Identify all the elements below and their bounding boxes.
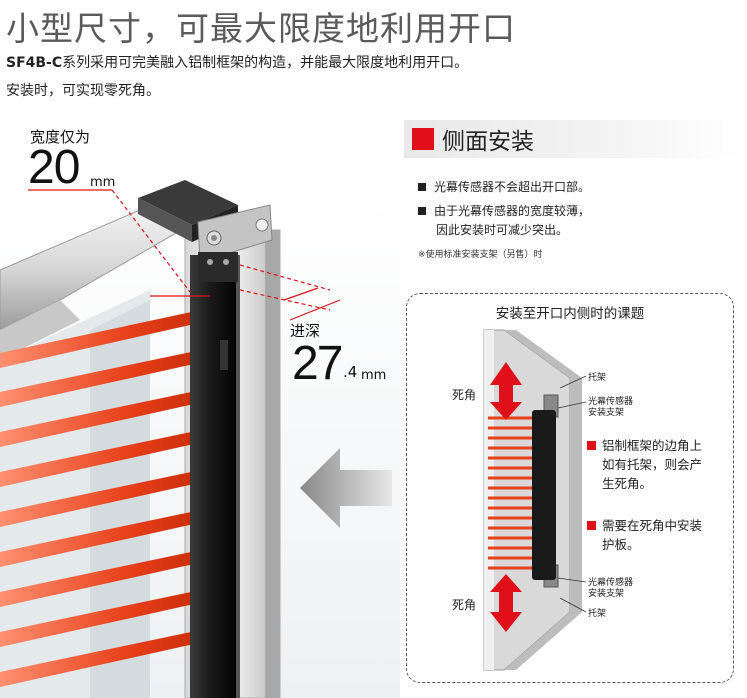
panel-title: 安装至开口内侧时的课题	[495, 306, 645, 322]
issue-2-line-1-text: 需要在死角中安装	[602, 518, 703, 533]
depth-label: 进深	[290, 322, 321, 340]
width-label: 宽度仅为	[30, 128, 91, 146]
issue-1: 铝制框架的边角上 如有托架，则会产 生死角。	[587, 436, 702, 493]
issue-2-line-1: 需要在死角中安装	[587, 516, 702, 535]
dimension-lines	[28, 189, 341, 321]
model-name: SF4B-C	[6, 55, 63, 71]
issue-1-line-2: 如有托架，则会产	[602, 457, 703, 472]
issue-1-line-1: 铝制框架的边角上	[587, 436, 702, 455]
side-mount-header-bar	[404, 120, 740, 158]
width-unit: mm	[90, 175, 116, 190]
dead-angle-top-label: 死角	[452, 388, 477, 402]
light-curtain-sensor	[138, 180, 273, 698]
side-mount-bullet-2-line-2: 因此安装时可减少突出。	[436, 223, 569, 237]
red-square-icon	[412, 128, 434, 150]
bracket-top-label: 托架	[588, 373, 607, 383]
side-mount-bullet-2-line-1: 由于光幕传感器的宽度较薄，	[434, 204, 591, 218]
intro-line-1: SF4B-C系列采用可完美融入铝制框架的构造，并能最大限度地利用开口。	[6, 52, 468, 72]
depth-unit: mm	[361, 368, 387, 383]
panel-frame-illustration	[483, 329, 587, 671]
intro-line-1-text: 系列采用可完美融入铝制框架的构造，并能最大限度地利用开口。	[62, 55, 469, 71]
dead-angle-bottom-label: 死角	[452, 598, 477, 612]
depth-value: 27	[292, 337, 343, 390]
sensor-bracket-bottom-label-2: 安装支架	[588, 589, 625, 599]
light-beams	[0, 308, 212, 687]
side-mount-bullet-1: 光幕传感器不会超出开口部。	[418, 178, 590, 195]
pointing-arrow-icon	[300, 448, 392, 528]
side-mount-bullet-1-text: 光幕传感器不会超出开口部。	[434, 180, 591, 194]
issue-2-line-2: 护板。	[602, 537, 640, 552]
red-bullet-icon	[587, 521, 596, 530]
sensor-bracket-bottom-label-1: 光幕传感器	[588, 578, 634, 588]
depth-decimal: .4	[343, 363, 358, 381]
issue-1-line-3: 生死角。	[602, 476, 653, 491]
bullet-square-icon	[418, 206, 426, 215]
page-title: 小型尺寸，可最大限度地利用开口	[6, 9, 516, 48]
side-mount-bullet-2: 由于光幕传感器的宽度较薄，	[418, 202, 590, 219]
issue-2: 需要在死角中安装 护板。	[587, 516, 702, 554]
sensor-bracket-top-label-2: 安装支架	[588, 408, 625, 418]
bracket-bottom-label: 托架	[588, 609, 607, 619]
side-mount-title: 侧面安装	[442, 129, 534, 155]
mounting-issue-panel	[406, 293, 734, 683]
issue-1-line-1-text: 铝制框架的边角上	[602, 438, 703, 453]
sensor-bracket-top-label-1: 光幕传感器	[588, 397, 634, 407]
bullet-square-icon	[418, 182, 426, 191]
width-value: 20	[28, 141, 80, 194]
intro-line-2: 安装时，可实现零死角。	[6, 83, 160, 99]
red-bullet-icon	[587, 441, 596, 450]
side-mount-note: ※使用标准安装支架（另售）时	[418, 250, 543, 260]
